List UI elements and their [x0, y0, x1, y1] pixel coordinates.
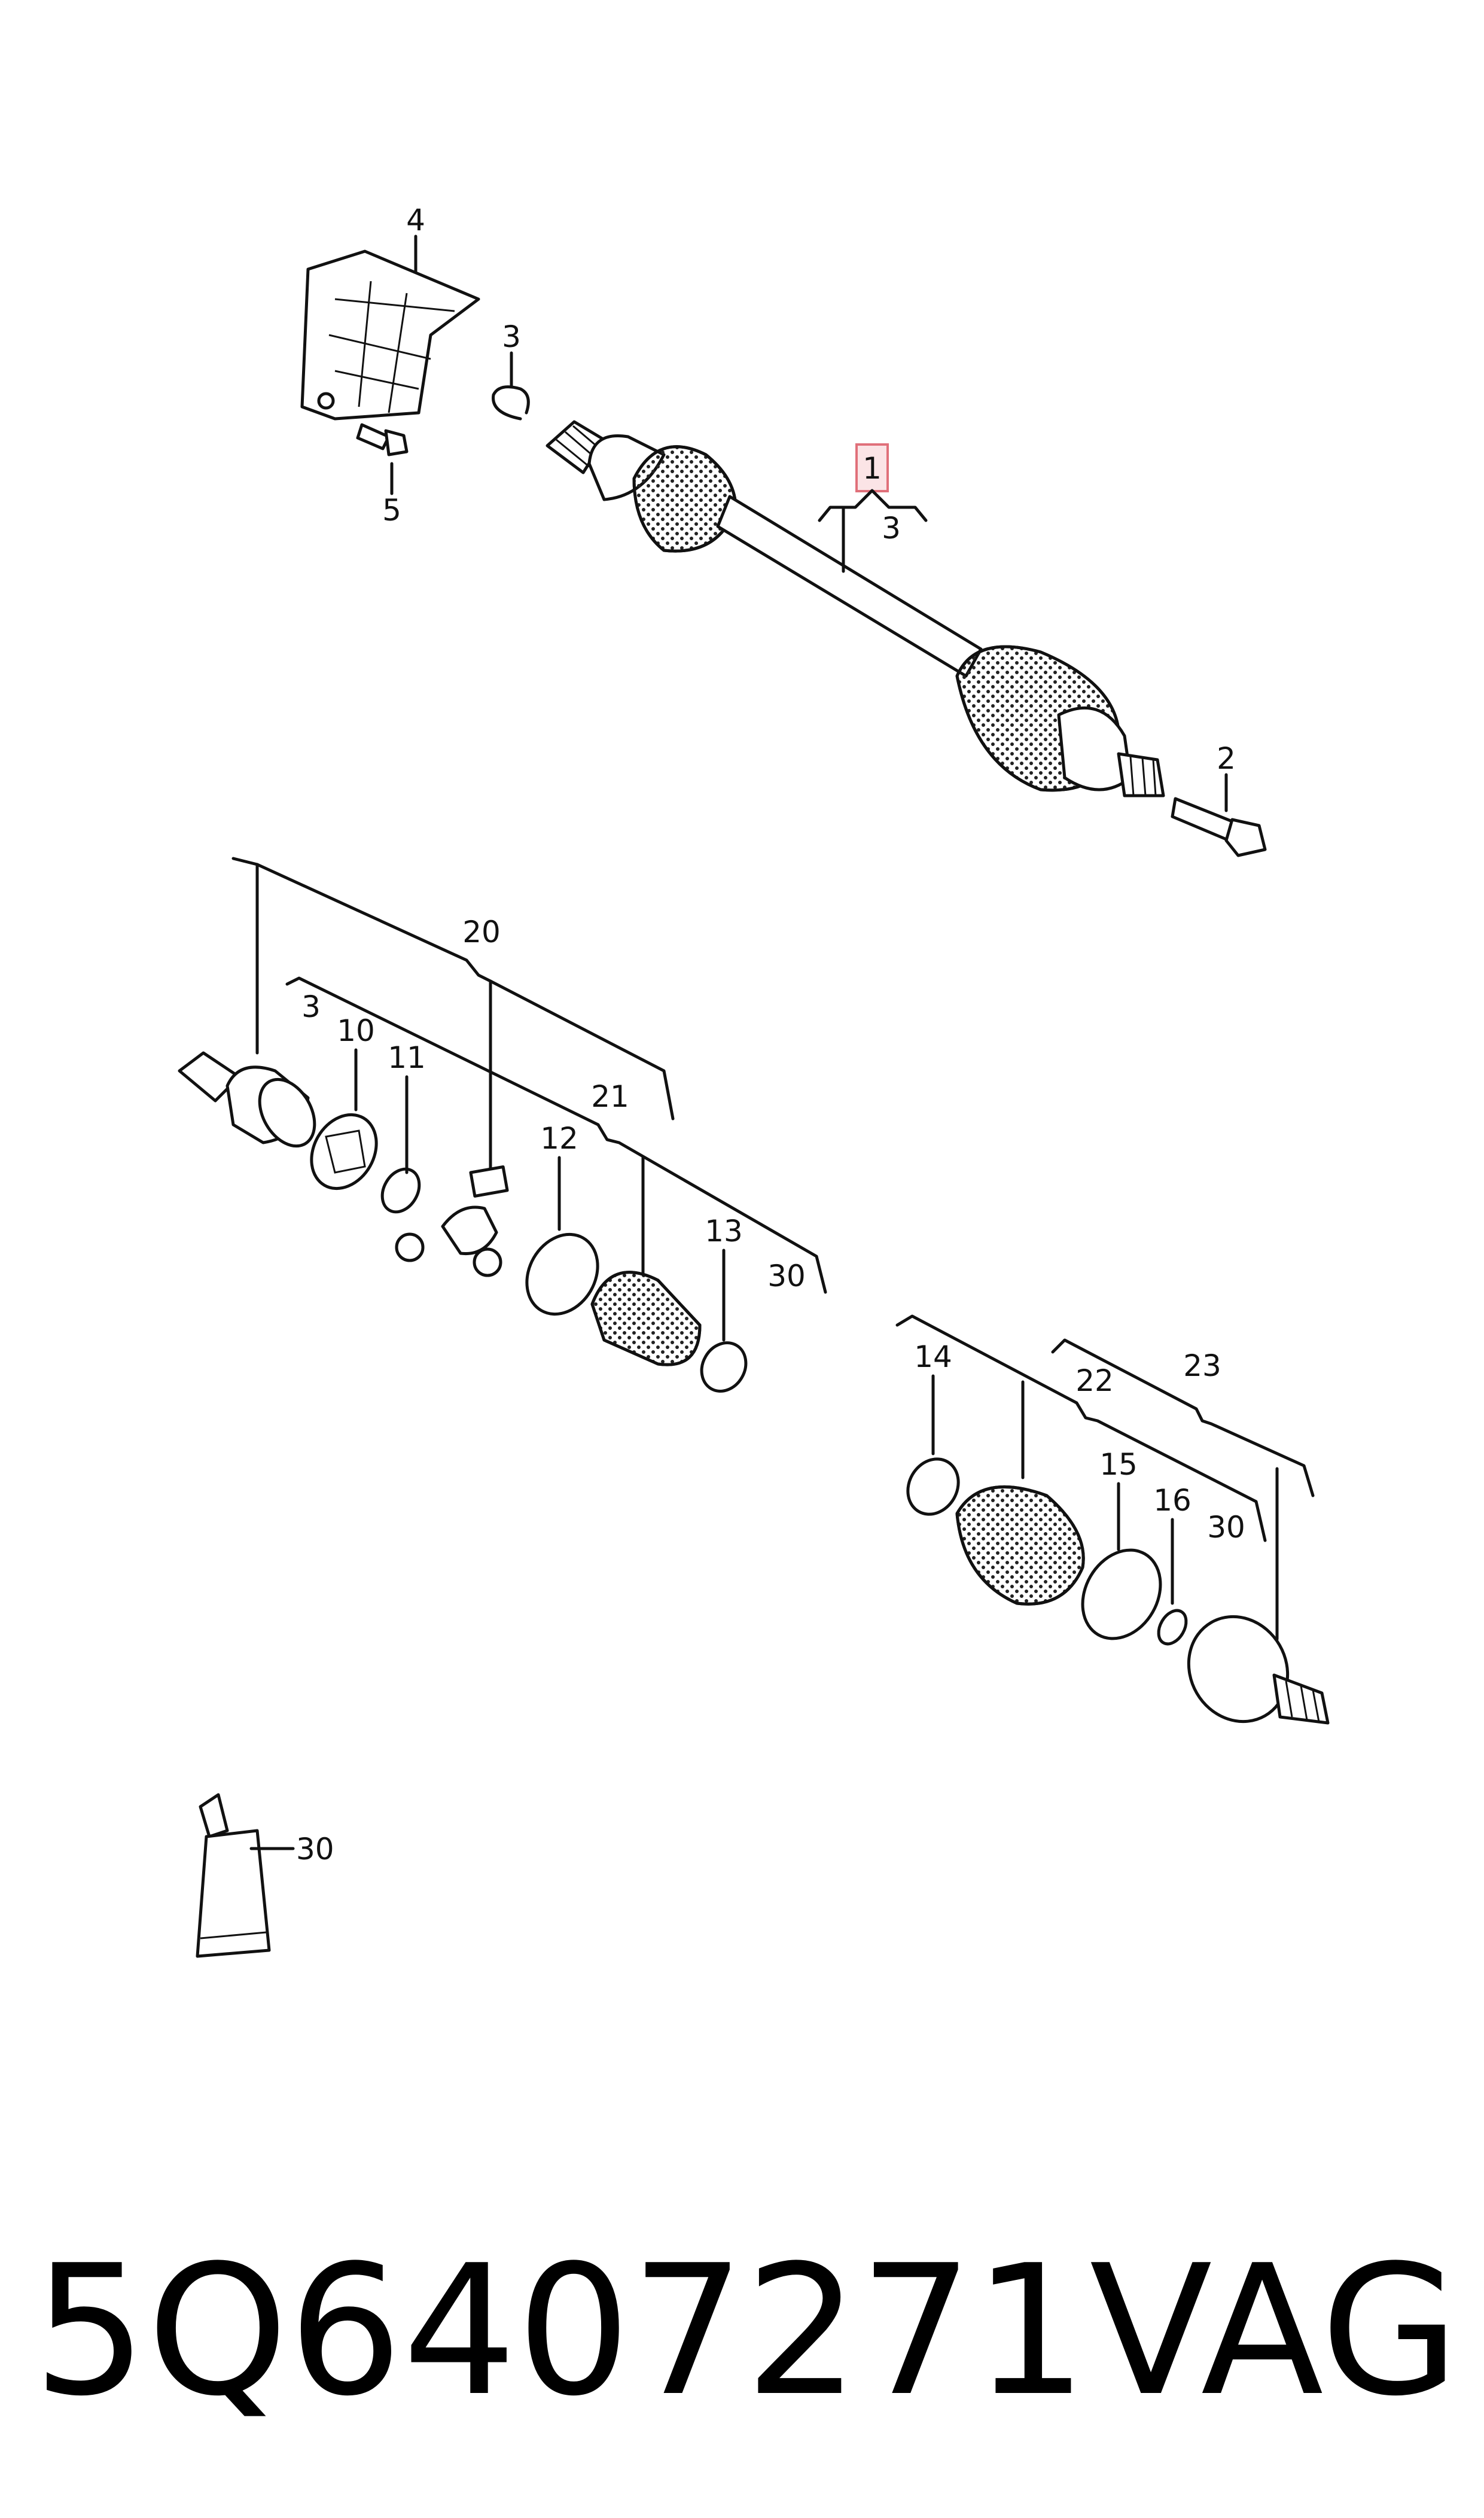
- drive-shaft-assembly[interactable]: [546, 420, 1165, 797]
- callout-22: 22: [1075, 1363, 1114, 1398]
- callout-13: 13: [705, 1214, 743, 1249]
- callout-10: 10: [337, 1013, 375, 1048]
- circlip-11[interactable]: [375, 1162, 426, 1219]
- inner-boot[interactable]: [590, 1271, 702, 1366]
- clamp-13[interactable]: [693, 1335, 755, 1399]
- bolt-2[interactable]: [1171, 797, 1267, 857]
- callout-30: 30: [296, 1832, 334, 1867]
- clamp-12[interactable]: [513, 1222, 611, 1327]
- callout-12: 12: [540, 1121, 578, 1156]
- callout-1-sub: 3: [882, 511, 901, 546]
- circlip-16[interactable]: [1153, 1606, 1192, 1649]
- callout-21-sub30: 30: [767, 1259, 806, 1293]
- clamp-14[interactable]: [898, 1450, 968, 1523]
- callout-14: 14: [914, 1339, 952, 1374]
- callout-21: 21: [591, 1079, 629, 1114]
- callout-5: 5: [382, 493, 401, 528]
- callout-20: 20: [462, 915, 501, 949]
- inner-joint-housing[interactable]: [178, 1051, 326, 1156]
- bolt-5[interactable]: [356, 423, 409, 456]
- callout-11: 11: [388, 1040, 426, 1075]
- outer-joint[interactable]: [1170, 1599, 1330, 1740]
- callout-15: 15: [1099, 1447, 1138, 1482]
- callout-2: 2: [1217, 741, 1236, 776]
- outer-boot[interactable]: [955, 1485, 1085, 1606]
- callout-1: 1: [863, 451, 882, 486]
- callout-22-sub30: 30: [1207, 1510, 1245, 1545]
- joint-cage-10[interactable]: [298, 1103, 389, 1201]
- brand-name: VAG: [1090, 2227, 1459, 2435]
- tripod-spider[interactable]: [395, 1165, 509, 1277]
- circlip-3[interactable]: [492, 385, 530, 421]
- callout-4: 4: [406, 203, 425, 238]
- callout-23: 23: [1183, 1348, 1221, 1383]
- part-number: 5Q6407271: [33, 2227, 1087, 2435]
- grease-tube[interactable]: [196, 1793, 271, 1958]
- clamp-15[interactable]: [1067, 1536, 1176, 1652]
- callout-20-sub3: 3: [301, 989, 321, 1024]
- heat-shield-4[interactable]: [300, 249, 480, 421]
- callout-16: 16: [1153, 1483, 1192, 1518]
- callout-3: 3: [502, 319, 521, 354]
